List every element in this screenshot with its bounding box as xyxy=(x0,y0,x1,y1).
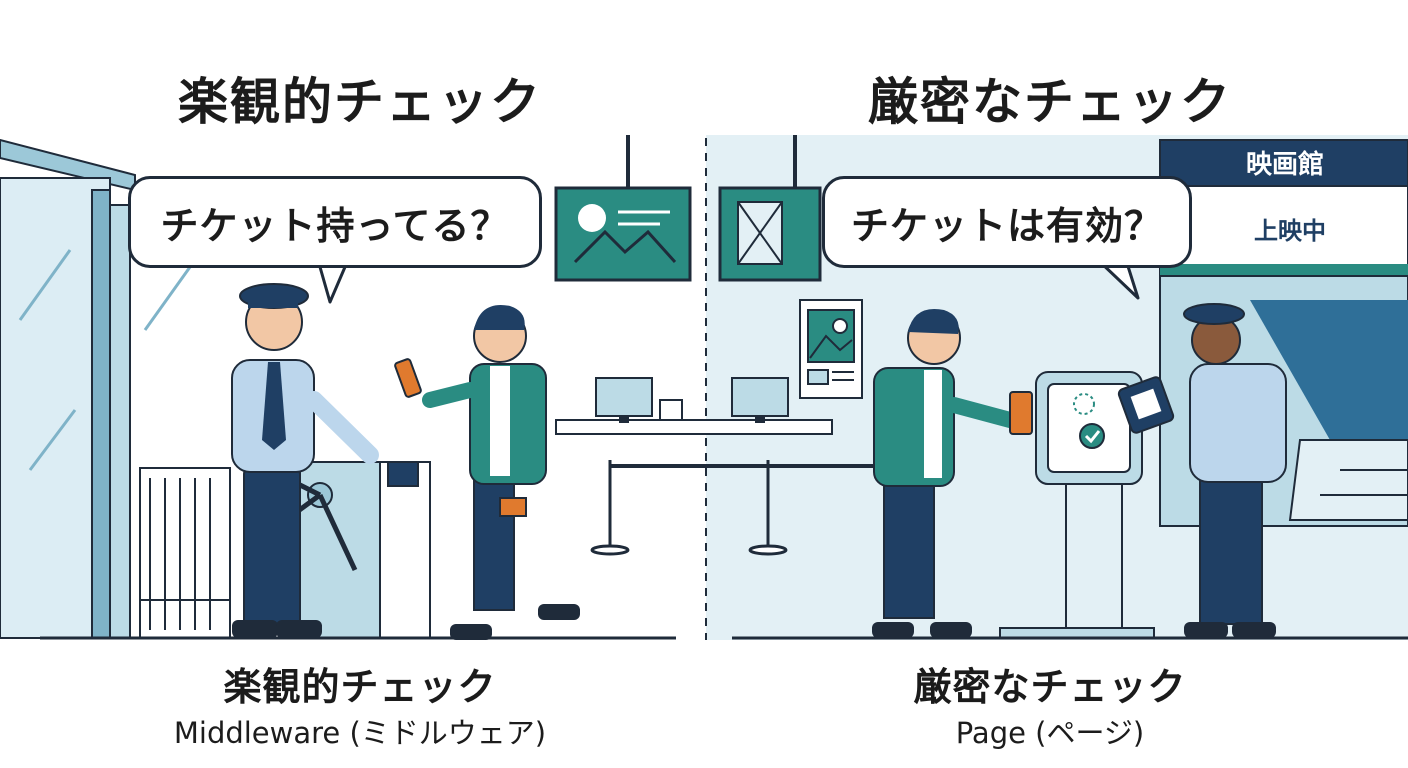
glass-gate xyxy=(0,138,197,639)
fence xyxy=(139,467,231,639)
customer-right xyxy=(872,308,1033,638)
customer-left xyxy=(394,305,580,640)
caption-title-left: 楽観的チェック xyxy=(223,665,497,709)
cinema-sign: 映画館 xyxy=(1245,149,1324,180)
left-monitor xyxy=(554,186,692,282)
caption-title-right: 厳密なチェック xyxy=(913,665,1187,709)
right-monitor xyxy=(718,186,822,282)
caption-subtitle-left: Middleware (ミドルウェア) xyxy=(173,716,547,750)
turnstile xyxy=(268,461,431,639)
speech-bubble-right: チケットは有効？ xyxy=(822,176,1192,268)
counter xyxy=(555,377,833,435)
staff-right xyxy=(1117,303,1287,638)
guard-left xyxy=(231,283,379,638)
poster xyxy=(799,299,863,399)
kiosk xyxy=(999,371,1155,639)
caption-subtitle-right: Page (ページ) xyxy=(955,716,1145,750)
heading-left: 楽観的チェック xyxy=(178,73,542,131)
now-showing-sign: 上映中 xyxy=(1254,216,1326,245)
stanchions xyxy=(590,460,880,556)
speech-bubble-left: チケット持ってる？ xyxy=(128,176,542,268)
heading-right: 厳密なチェック xyxy=(868,73,1232,131)
